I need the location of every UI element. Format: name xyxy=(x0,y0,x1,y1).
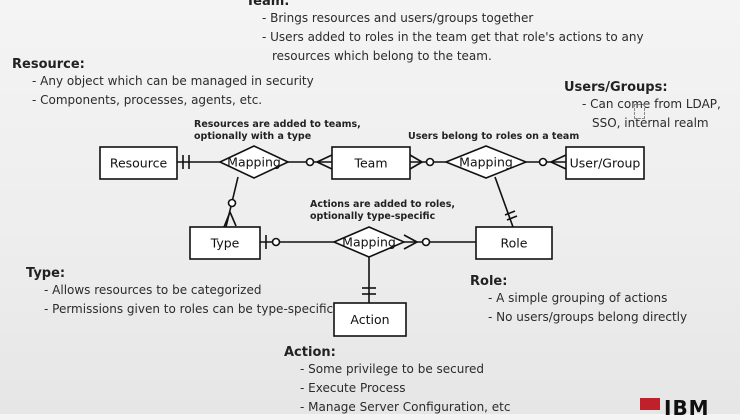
users-note: Users belong to roles on a team xyxy=(408,131,579,142)
action-description: Action: - Some privilege to be secured -… xyxy=(284,345,511,417)
team-description: Team: - Brings resources and users/group… xyxy=(246,0,644,66)
ibm-logo: IBM xyxy=(664,396,710,420)
type-heading: Type: xyxy=(26,266,66,281)
action-heading: Action: xyxy=(284,345,336,360)
resources-note-line-2: optionally with a type xyxy=(194,131,311,142)
type-bullet-2: - Permissions given to roles can be type… xyxy=(44,302,334,316)
entity-resource-label: Resource xyxy=(110,156,168,171)
users-groups-heading: Users/Groups: xyxy=(564,80,668,95)
entity-role: Role xyxy=(475,226,553,260)
mapping-3-label: Mapping xyxy=(342,235,396,250)
actions-note-line-2: optionally type-specific xyxy=(310,211,435,222)
resource-heading: Resource: xyxy=(12,57,85,72)
resources-note-line-1: Resources are added to teams, xyxy=(194,119,361,130)
team-bullet-2: - Users added to roles in the team get t… xyxy=(262,30,644,44)
action-bullet-2: - Execute Process xyxy=(300,381,406,395)
resource-bullet-1: - Any object which can be managed in sec… xyxy=(32,74,314,88)
entity-user-group: User/Group xyxy=(565,146,645,180)
users-groups-description: Users/Groups: - Can come from LDAP, SSO,… xyxy=(564,80,721,133)
users-groups-bullet-2: SSO, internal realm xyxy=(592,116,709,130)
entity-user-group-label: User/Group xyxy=(570,156,641,171)
action-bullet-1: - Some privilege to be secured xyxy=(300,362,485,376)
mapping-2-label: Mapping xyxy=(459,155,513,170)
type-bullet-1: - Allows resources to be categorized xyxy=(44,283,262,297)
role-description: Role: - A simple grouping of actions - N… xyxy=(470,274,687,327)
entity-team: Team xyxy=(331,146,411,180)
resource-description: Resource: - Any object which can be mana… xyxy=(12,57,314,110)
entity-role-label: Role xyxy=(501,236,528,251)
entity-type: Type xyxy=(189,226,261,260)
actions-note-line-1: Actions are added to roles, xyxy=(310,199,455,210)
relationship-mapping-resource-team: Mapping xyxy=(218,145,290,179)
team-bullet-3: resources which belong to the team. xyxy=(272,49,492,63)
entity-resource: Resource xyxy=(99,146,178,180)
entity-action: Action xyxy=(333,302,407,337)
role-bullet-2: - No users/groups belong directly xyxy=(488,310,688,324)
entity-type-label: Type xyxy=(210,236,240,251)
role-heading: Role: xyxy=(470,274,508,289)
team-heading: Team: xyxy=(246,0,290,9)
mapping-1-label: Mapping xyxy=(227,155,281,170)
resource-bullet-2: - Components, processes, agents, etc. xyxy=(32,93,263,107)
role-bullet-1: - A simple grouping of actions xyxy=(488,291,668,305)
users-groups-bullet-1: - Can come from LDAP, xyxy=(582,97,721,111)
entity-team-label: Team xyxy=(353,156,387,171)
text-cursor-icon xyxy=(634,104,645,119)
logo-accent xyxy=(640,398,660,410)
entity-action-label: Action xyxy=(350,312,389,327)
team-bullet-1: - Brings resources and users/groups toge… xyxy=(262,11,534,25)
type-description: Type: - Allows resources to be categoriz… xyxy=(26,266,333,319)
action-bullet-3: - Manage Server Configuration, etc xyxy=(300,400,511,414)
relationship-mapping-type-role-action: Mapping xyxy=(331,226,407,258)
relationship-mapping-team-user: Mapping xyxy=(443,145,529,179)
